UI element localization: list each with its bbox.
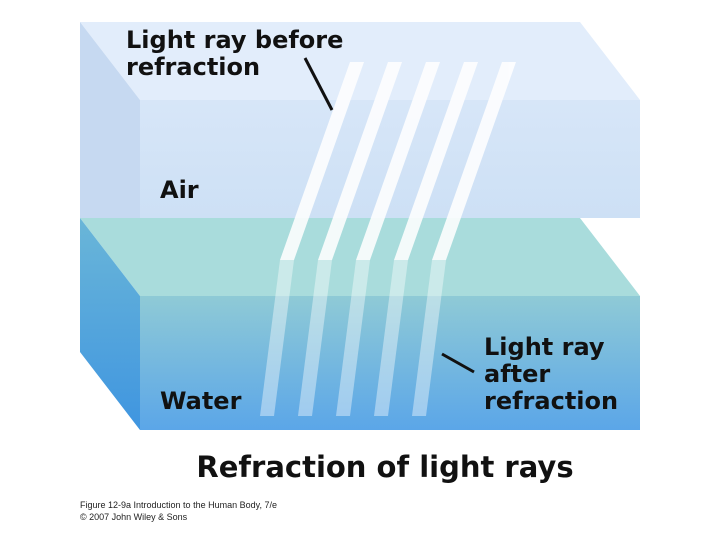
label-light-ray-before: Light ray before refraction [126,27,343,81]
label-air: Air [160,177,199,204]
label-light-ray-after: Light ray after refraction [484,334,618,415]
figure-title: Refraction of light rays [0,450,720,484]
label-water: Water [160,388,241,415]
figure-credit-line: Figure 12-9a Introduction to the Human B… [80,500,277,510]
copyright-line: © 2007 John Wiley & Sons [80,512,187,522]
